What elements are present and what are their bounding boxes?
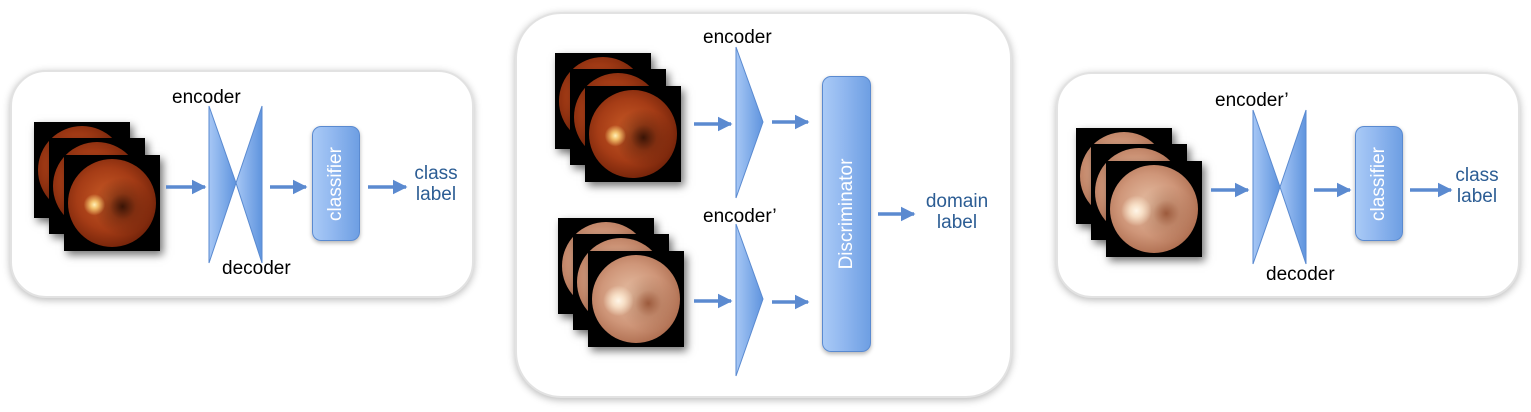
target-image-stack	[1076, 128, 1208, 262]
class-label-output: class label	[404, 163, 468, 206]
fundus-image	[588, 251, 684, 347]
output-label-line-2: label	[936, 212, 978, 234]
encoder-label: encoder	[172, 87, 241, 108]
discriminator-label: Discriminator	[835, 158, 857, 270]
class-label-output: class label	[1445, 165, 1509, 208]
fundus-image	[1106, 161, 1202, 257]
output-label-line-1: domain	[925, 191, 989, 212]
classifier-block: classifier	[1355, 126, 1403, 241]
source-image-stack	[34, 122, 164, 256]
output-label-line-1: class	[1455, 165, 1499, 186]
classifier-label: classifier	[325, 146, 346, 221]
fundus-image	[585, 86, 681, 182]
classifier-block: classifier	[312, 126, 360, 241]
encoder-shape	[208, 105, 237, 264]
classifier-label: classifier	[1368, 146, 1389, 221]
decoder-label: decoder	[1266, 264, 1335, 285]
encoder-prime-shape	[735, 223, 764, 377]
encoder-prime-label: encoder’	[703, 206, 777, 227]
fundus-image	[64, 155, 160, 251]
encoder-label: encoder	[703, 27, 772, 48]
encoder-prime-shape	[1252, 109, 1281, 265]
encoder-prime-label: encoder’	[1215, 90, 1289, 111]
decoder-label: decoder	[222, 258, 291, 279]
encoder-shape	[735, 46, 764, 199]
decoder-shape	[235, 105, 263, 264]
target-image-stack	[558, 218, 690, 352]
output-label-line-2: label	[415, 184, 457, 206]
domain-label-output: domain label	[914, 191, 1000, 234]
output-label-line-1: class	[414, 163, 458, 184]
source-image-stack	[555, 53, 687, 187]
discriminator-block: Discriminator	[822, 76, 871, 352]
decoder-shape	[1279, 109, 1307, 265]
output-label-line-2: label	[1456, 186, 1498, 208]
